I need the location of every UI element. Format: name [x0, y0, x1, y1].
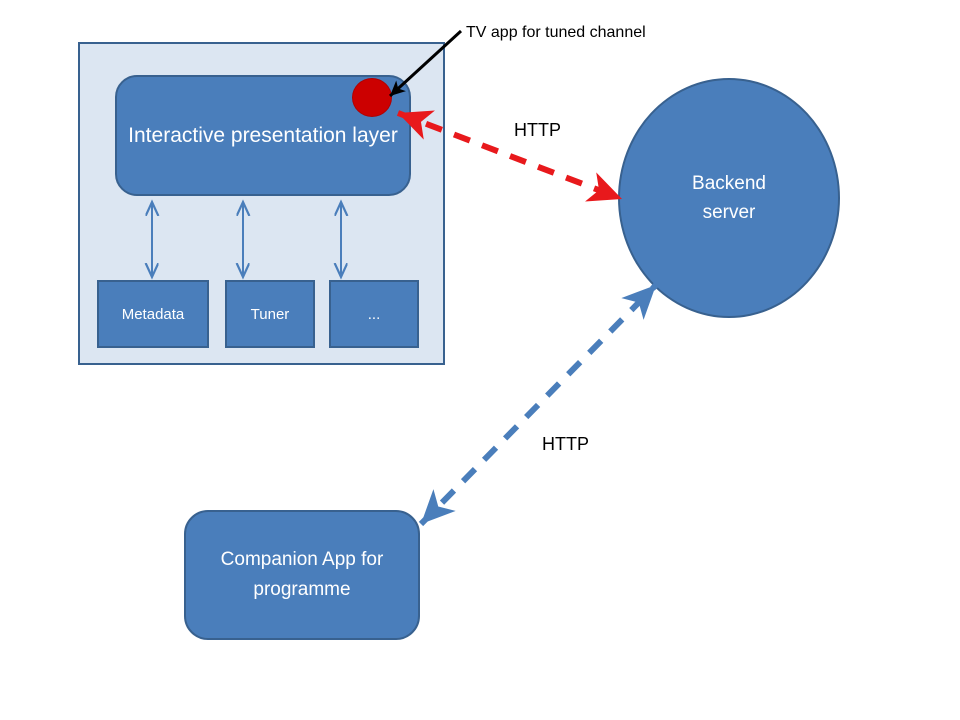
component-box-other[interactable] [329, 280, 419, 348]
companion-app-node[interactable] [184, 510, 420, 640]
connector-tv-app-to-backend-server[interactable] [396, 110, 624, 202]
component-box-metadata[interactable] [97, 280, 209, 348]
tv-app-status-dot-icon [352, 78, 392, 117]
tv-app-callout-text: TV app for tuned channel [466, 24, 646, 41]
connector-companion-app-to-backend-server[interactable] [418, 282, 659, 527]
backend-server-node[interactable] [618, 78, 840, 318]
http-label-tv-to-backend: HTTP [514, 120, 561, 140]
http-label-companion-to-backend: HTTP [542, 434, 589, 454]
component-box-tuner[interactable] [225, 280, 315, 348]
callout-pointer-tv-app [388, 29, 463, 98]
